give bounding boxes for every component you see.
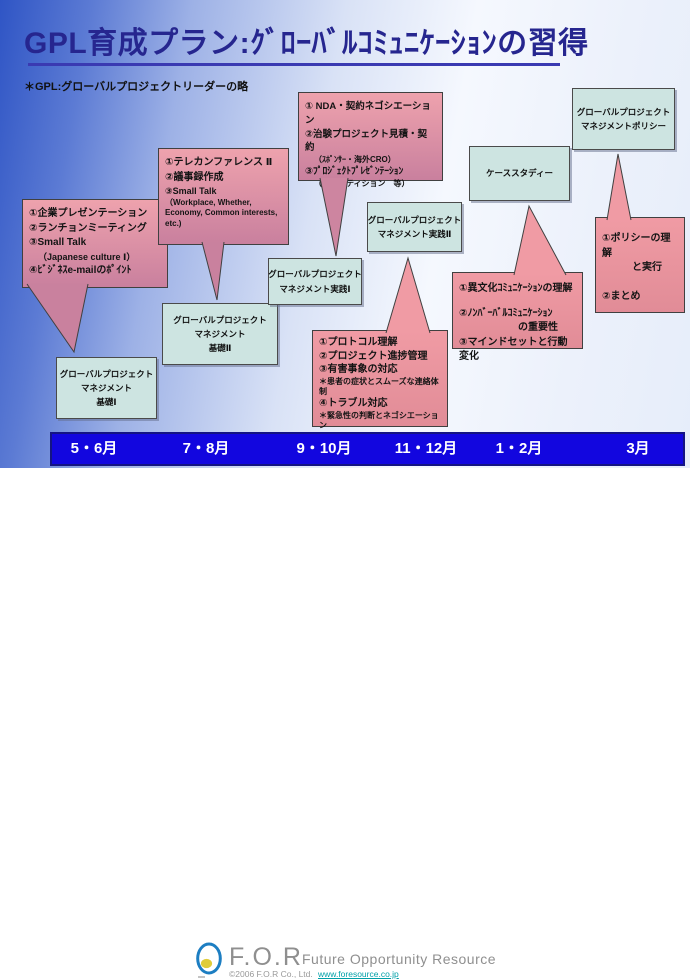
box-line: グローバルプロジェクト	[268, 269, 362, 280]
tail-jan-feb	[513, 204, 567, 276]
callout-line: の重要性	[518, 322, 558, 333]
callout-line: ①異文化ｺﾐｭﾆｹｰｼｮﾝの理解	[459, 283, 573, 294]
callout-line: ②ﾉﾝﾊﾞｰﾊﾞﾙｺﾐｭﾆｹｰｼｮﾝ	[459, 307, 553, 319]
footer-tagline: Future Opportunity Resource	[302, 951, 497, 967]
box-line: ケーススタディー	[486, 168, 553, 179]
box-gpm-basic-2: グローバルプロジェクト マネジメント 基礎Ⅱ	[162, 303, 278, 365]
box-gpm-basic-1: グローバルプロジェクト マネジメント 基礎Ⅰ	[56, 357, 157, 419]
callout-line: と実行	[632, 262, 662, 273]
box-line: マネジメント実践Ⅱ	[377, 229, 452, 239]
callout-line: ④ﾋﾞｼﾞﾈｽe-mailのﾎﾟｲﾝﾄ	[29, 264, 132, 276]
callout-line: ②治験プロジェクト見積・契約	[305, 128, 428, 154]
callout-line: ① NDA・契約ネゴシエーション	[305, 101, 431, 126]
box-line: グローバルプロジェクト	[576, 106, 671, 117]
callout-line: ＊緊急性の判断とネゴシエーション	[319, 410, 439, 431]
slide-background: GPL育成プラン:ｸﾞﾛｰﾊﾞﾙｺﾐｭﾆｹｰｼｮﾝの習得 ＊GPL:グローバルプ…	[0, 0, 690, 468]
box-line: マネジメント	[194, 328, 246, 339]
callout-line: ①プロトコル理解	[319, 337, 398, 348]
callout-line: ③マインドセットと行動変化	[459, 336, 568, 363]
title-underline	[28, 63, 560, 66]
callout-nov-dec: ①プロトコル理解 ②プロジェクト進捗管理 ③有害事象の対応 ＊患者の症状とスムー…	[312, 330, 448, 430]
callout-line: ①企業プレゼンテーション	[29, 208, 148, 219]
tail-mar	[606, 153, 632, 221]
callout-line: ③有害事象の対応	[319, 364, 398, 375]
tail-jul-aug	[201, 241, 225, 301]
timeline-month-9-10: 9・10月	[296, 440, 352, 457]
tail-sep-oct	[319, 177, 349, 257]
timeline-bar: 5・6月 7・8月 9・10月 11・12月 1・2月 3月	[50, 432, 685, 466]
callout-line: ②まとめ	[602, 290, 641, 302]
callout-line: ①ポリシーの理解	[602, 233, 671, 259]
page-title: GPL育成プラン:ｸﾞﾛｰﾊﾞﾙｺﾐｭﾆｹｰｼｮﾝの習得	[24, 27, 589, 60]
footer: F.O.R Future Opportunity Resource ©2006 …	[0, 468, 690, 979]
callout-line: ③Small Talk	[29, 237, 87, 248]
callout-line: （Japanese culture Ⅰ）	[38, 251, 136, 262]
timeline-month-3: 3月	[626, 440, 650, 457]
timeline-month-5-6: 5・6月	[70, 440, 118, 457]
callout-mar: ①ポリシーの理解 と実行 ②まとめ	[595, 217, 685, 313]
callout-line: ①テレカンファレンス Ⅱ	[165, 157, 273, 168]
callout-line: ③Small Talk	[165, 186, 217, 196]
box-line: グローバルプロジェクト	[367, 214, 462, 225]
box-gpm-practice-1: グローバルプロジェクト マネジメント実践Ⅰ	[268, 258, 362, 305]
callout-line: ④トラブル対応	[319, 398, 388, 410]
callout-jan-feb: ①異文化ｺﾐｭﾆｹｰｼｮﾝの理解 ②ﾉﾝﾊﾞｰﾊﾞﾙｺﾐｭﾆｹｰｼｮﾝ の重要性…	[452, 272, 583, 362]
callout-line: ②ランチョンミーティング	[29, 222, 147, 234]
callout-line: ②プロジェクト進捗管理	[319, 350, 428, 362]
timeline-month-7-8: 7・8月	[182, 440, 230, 457]
callout-line: （コンペティション 等）	[314, 179, 410, 189]
callout-sep-oct: ① NDA・契約ネゴシエーション ②治験プロジェクト見積・契約 （ｽﾎﾟﾝｻｰ・…	[298, 92, 443, 188]
callout-may-jun: ①企業プレゼンテーション ②ランチョンミーティング ③Small Talk （J…	[22, 199, 168, 288]
callout-line: （Workplace, Whether, Economy, Common int…	[165, 198, 278, 228]
box-gpm-practice-2: グローバルプロジェクト マネジメント実践Ⅱ	[367, 202, 462, 252]
footer-website-link[interactable]: www.foresource.co.jp	[318, 969, 399, 979]
timeline-month-1-2: 1・2月	[495, 440, 543, 457]
callout-line: ＊患者の症状とスムーズな連絡体制	[319, 376, 439, 396]
box-line: グローバルプロジェクト	[59, 368, 154, 379]
box-gpm-policy: グローバルプロジェクト マネジメントポリシー	[572, 88, 675, 150]
box-line: マネジメント	[80, 382, 132, 393]
footer-brand: F.O.R	[229, 943, 303, 971]
subtitle-note: ＊GPL:グローバルプロジェクトリーダーの略	[24, 81, 249, 93]
box-line: マネジメント実践Ⅰ	[279, 283, 351, 294]
footer-copyright: ©2006 F.O.R Co., Ltd.	[229, 969, 313, 979]
callout-line: （ｽﾎﾟﾝｻｰ・海外CRO）	[314, 155, 396, 165]
box-line: 基礎Ⅰ	[96, 397, 117, 407]
for-logo-icon	[196, 942, 222, 978]
box-line: マネジメントポリシー	[580, 121, 666, 131]
box-case-study: ケーススタディー	[469, 146, 570, 201]
box-line: グローバルプロジェクト	[173, 314, 267, 325]
tail-may-jun	[26, 283, 89, 354]
callout-jul-aug: ①テレカンファレンス Ⅱ ②議事録作成 ③Small Talk （Workpla…	[158, 148, 289, 245]
callout-line: ②議事録作成	[165, 171, 224, 183]
callout-line: ③ﾌﾟﾛｼﾞｪｸﾄﾌﾟﾚｾﾞﾝﾃｰｼｮﾝ	[305, 166, 404, 178]
timeline-month-11-12: 11・12月	[394, 440, 458, 457]
box-line: 基礎Ⅱ	[208, 343, 232, 353]
tail-nov-dec	[385, 256, 431, 334]
